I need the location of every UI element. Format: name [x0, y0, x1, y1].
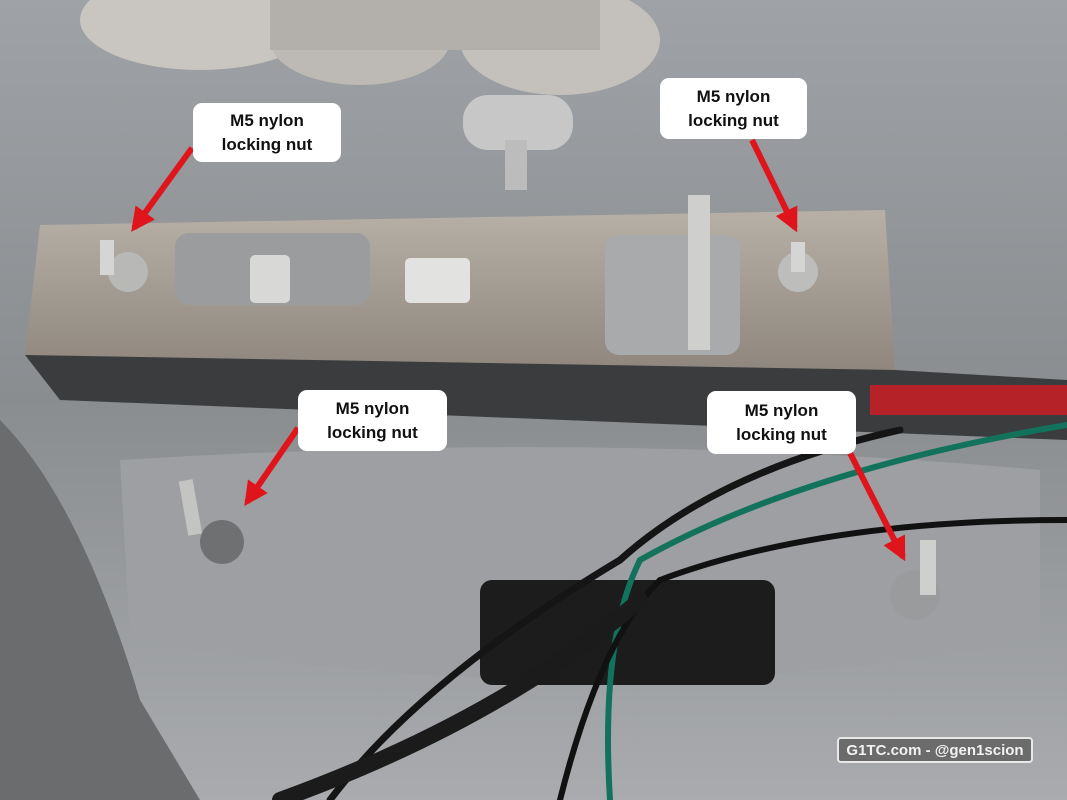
- annotation-label-top-left: M5 nylon locking nut: [193, 103, 341, 162]
- nut-1: [100, 240, 148, 292]
- top-stud: [463, 95, 573, 190]
- watermark: G1TC.com - @gen1scion: [837, 737, 1033, 763]
- heat-shield: [80, 0, 660, 95]
- tail-light-reflection: [870, 385, 1067, 415]
- label-line-2: locking nut: [221, 134, 313, 154]
- label-line-1: M5 nylon: [744, 400, 819, 420]
- nut-2: [778, 242, 818, 292]
- annotation-label-top-right: M5 nylon locking nut: [660, 78, 807, 139]
- annotation-label-bottom-right: M5 nylon locking nut: [707, 391, 856, 454]
- label-line-2: locking nut: [327, 422, 418, 442]
- nut-3: [178, 479, 244, 564]
- left-trim: [0, 420, 200, 800]
- label-line-2: locking nut: [688, 110, 779, 130]
- annotation-arrows: [131, 138, 906, 562]
- wire-harness: [272, 422, 1067, 800]
- label-line-1: M5 nylon: [696, 86, 771, 106]
- lower-pan: [120, 447, 1040, 680]
- nut-4: [890, 540, 940, 620]
- label-line-1: M5 nylon: [335, 398, 410, 418]
- label-line-2: locking nut: [736, 424, 827, 444]
- annotation-label-bottom-left: M5 nylon locking nut: [298, 390, 447, 451]
- label-line-1: M5 nylon: [230, 110, 304, 130]
